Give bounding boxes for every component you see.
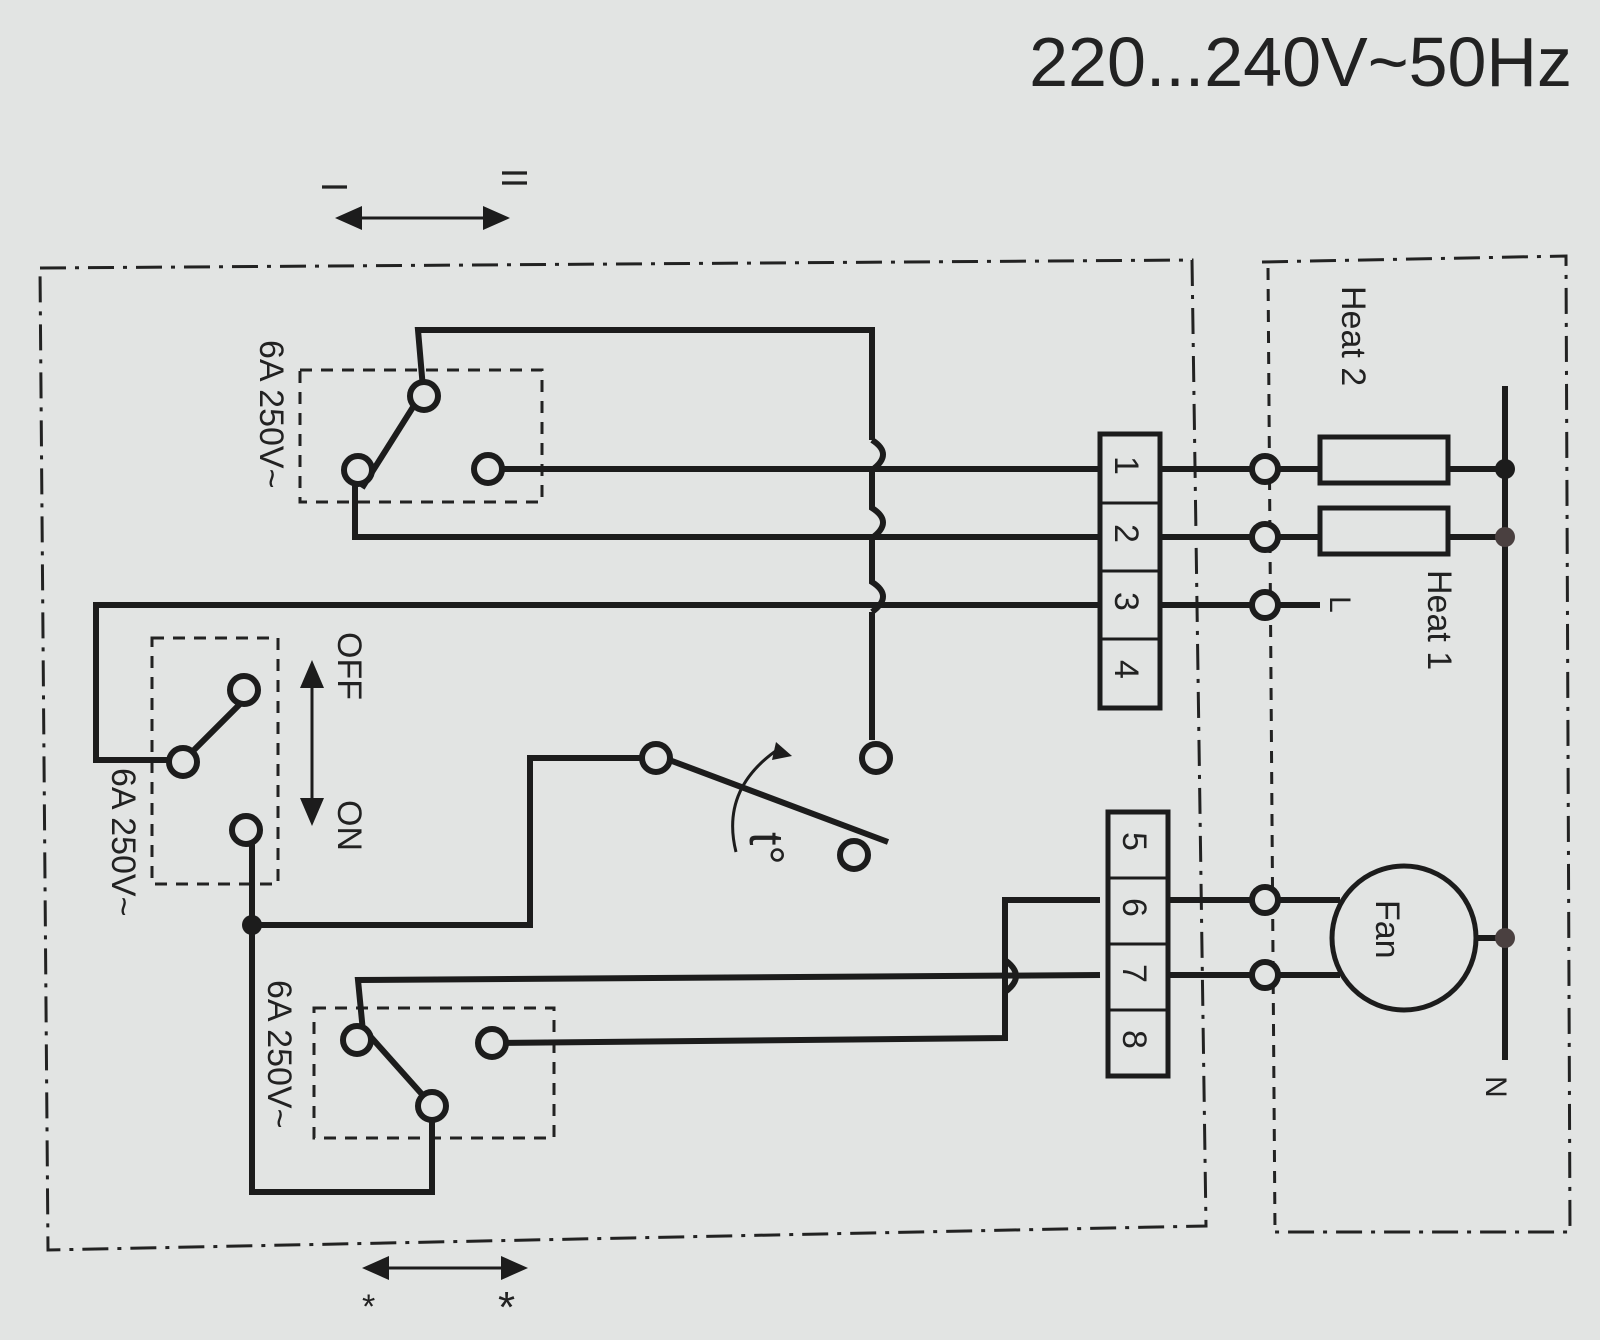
load-boundary: [1261, 254, 1572, 1234]
terminal-2: 2: [1107, 524, 1145, 543]
heater-1-element: [1317, 505, 1451, 557]
terminal-block-top: [1097, 431, 1163, 711]
fan-motor: [1329, 863, 1479, 1013]
off-on-arrow: [300, 660, 324, 826]
rating-mode-switch: 6A 250V~: [104, 768, 142, 916]
junction-dot: [242, 915, 262, 935]
neutral-junction-heat2: [1495, 459, 1515, 479]
rating-top-switch: 6A 250V~: [252, 340, 290, 488]
neutral-label: N: [1479, 1076, 1512, 1098]
position-arrow-top: [335, 206, 510, 230]
terminal-3: 3: [1107, 592, 1145, 611]
thermostat-adjust-arc: [731, 746, 781, 853]
switch-housing-top: [298, 368, 544, 504]
terminal-block-bottom: [1105, 809, 1171, 1079]
terminal-7: 7: [1115, 964, 1153, 983]
position-label-star-right: *: [498, 1283, 515, 1332]
terminal-4: 4: [1107, 660, 1145, 679]
heat-1-label: Heat 1: [1420, 570, 1458, 670]
fan-label: Fan: [1368, 900, 1406, 959]
terminals: [166, 379, 1281, 1123]
position-arrow-bottom: [362, 1256, 528, 1280]
heater-2-element: [1317, 434, 1451, 486]
position-label-ii: II: [494, 168, 535, 188]
wiring: [93, 327, 1508, 1195]
terminal-1: 1: [1107, 456, 1145, 475]
line-label: L: [1323, 596, 1356, 613]
terminal-6: 6: [1115, 898, 1153, 917]
neutral-junction-fan: [1495, 928, 1515, 948]
voltage-label: 220...240V~50Hz: [1029, 23, 1572, 101]
control-unit-boundary: [38, 258, 1208, 1252]
terminal-5: 5: [1115, 832, 1153, 851]
thermostat-symbol: t°: [739, 832, 792, 865]
position-label-i: I: [314, 182, 355, 192]
neutral-junction-heat1: [1495, 527, 1515, 547]
internal-bus-line: [1266, 267, 1277, 1233]
rating-bottom-switch: 6A 250V~: [260, 980, 298, 1128]
heat-2-label: Heat 2: [1334, 286, 1372, 386]
terminal-8: 8: [1115, 1030, 1153, 1049]
off-label: OFF: [330, 632, 368, 700]
position-label-star-left: *: [362, 1288, 375, 1326]
on-label: ON: [330, 800, 368, 851]
thermostat-lever: [662, 755, 890, 845]
